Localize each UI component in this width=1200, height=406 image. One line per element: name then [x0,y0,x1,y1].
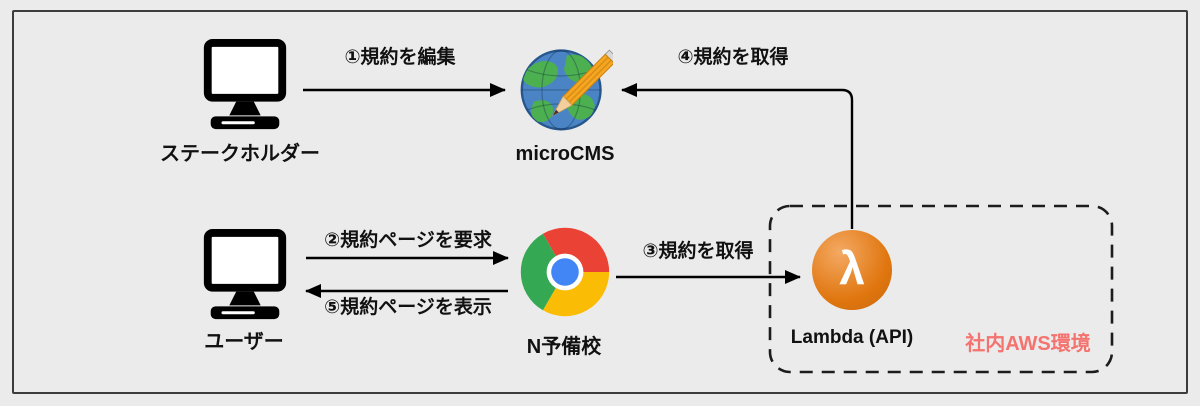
aws-environment-label: 社内AWS環境 [965,333,1091,355]
microcms-label: microCMS [515,143,615,165]
arrow-step3-label: ③規約を取得 [642,241,754,262]
arrow-step5-label: ⑤規約ページを表示 [324,297,492,318]
lambda-label: Lambda (API) [790,327,914,348]
aws-environment-box [768,204,1114,374]
arrow-step1-label: ①規約を編集 [344,47,456,68]
arrow-step4-label: ④規約を取得 [677,47,789,68]
desktop-computer-icon [203,228,287,320]
lambda-icon: λ [812,230,892,310]
arrow-step2-label: ②規約ページを要求 [324,230,492,251]
chrome-browser-icon [520,227,610,317]
user-label: ユーザー [204,331,284,353]
desktop-computer-icon [203,38,287,130]
globe-pencil-icon [520,49,613,131]
school-label: N予備校 [526,336,602,358]
stakeholder-label: ステークホルダー [160,143,320,165]
arrow-step4 [621,83,854,229]
lambda-symbol: λ [839,242,865,294]
